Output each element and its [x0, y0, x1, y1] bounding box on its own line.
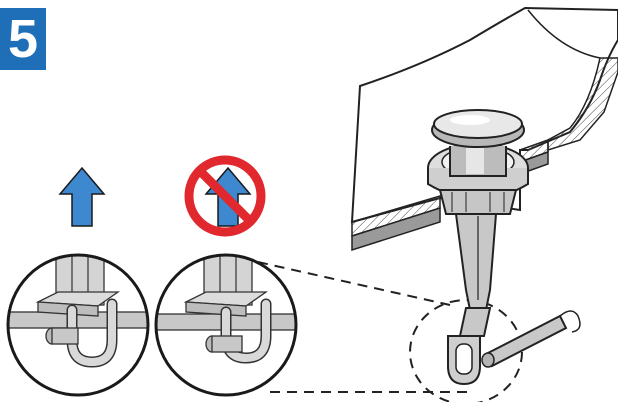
correct-clip-detail — [6, 253, 150, 397]
up-arrow-icon — [58, 166, 106, 227]
incorrect-clip-detail — [154, 253, 298, 397]
sink-drain-stopper — [350, 6, 618, 386]
prohibited-icon — [184, 155, 266, 237]
detail-callout-lines — [257, 261, 523, 402]
step-number-badge: 5 — [0, 8, 46, 70]
